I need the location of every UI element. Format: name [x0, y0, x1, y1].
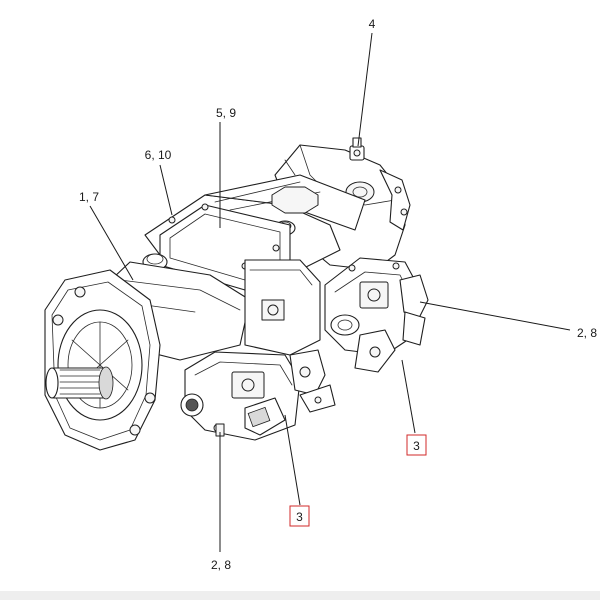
callout-label-6-10: 6, 10 — [145, 148, 172, 162]
callout-label-5-9: 5, 9 — [216, 106, 236, 120]
callout-label-2-8-bottom: 2, 8 — [211, 558, 231, 572]
callout-label-3-right: 3 — [413, 439, 420, 453]
callout-label-2-8-right: 2, 8 — [577, 326, 597, 340]
leader-1-7 — [89, 205, 134, 281]
leader-2-8-right — [419, 301, 571, 331]
leader-4 — [357, 32, 373, 147]
hydraulic-pump-drawing — [44, 137, 429, 451]
highlight-box-3-bottom — [289, 505, 310, 527]
leader-lines — [89, 32, 571, 552]
leader-3-right — [401, 359, 416, 434]
callout-label-3-bottom: 3 — [296, 510, 303, 524]
bottom-edge-strip — [0, 591, 600, 600]
callout-label-1-7: 1, 7 — [79, 190, 99, 204]
highlight-box-3-right — [406, 434, 427, 456]
leader-3-bottom — [284, 414, 301, 506]
callout-labels: 4 5, 9 6, 10 1, 7 2, 8 3 3 2, 8 — [79, 17, 597, 572]
leader-6-10 — [159, 164, 173, 216]
callout-label-4: 4 — [369, 17, 376, 31]
